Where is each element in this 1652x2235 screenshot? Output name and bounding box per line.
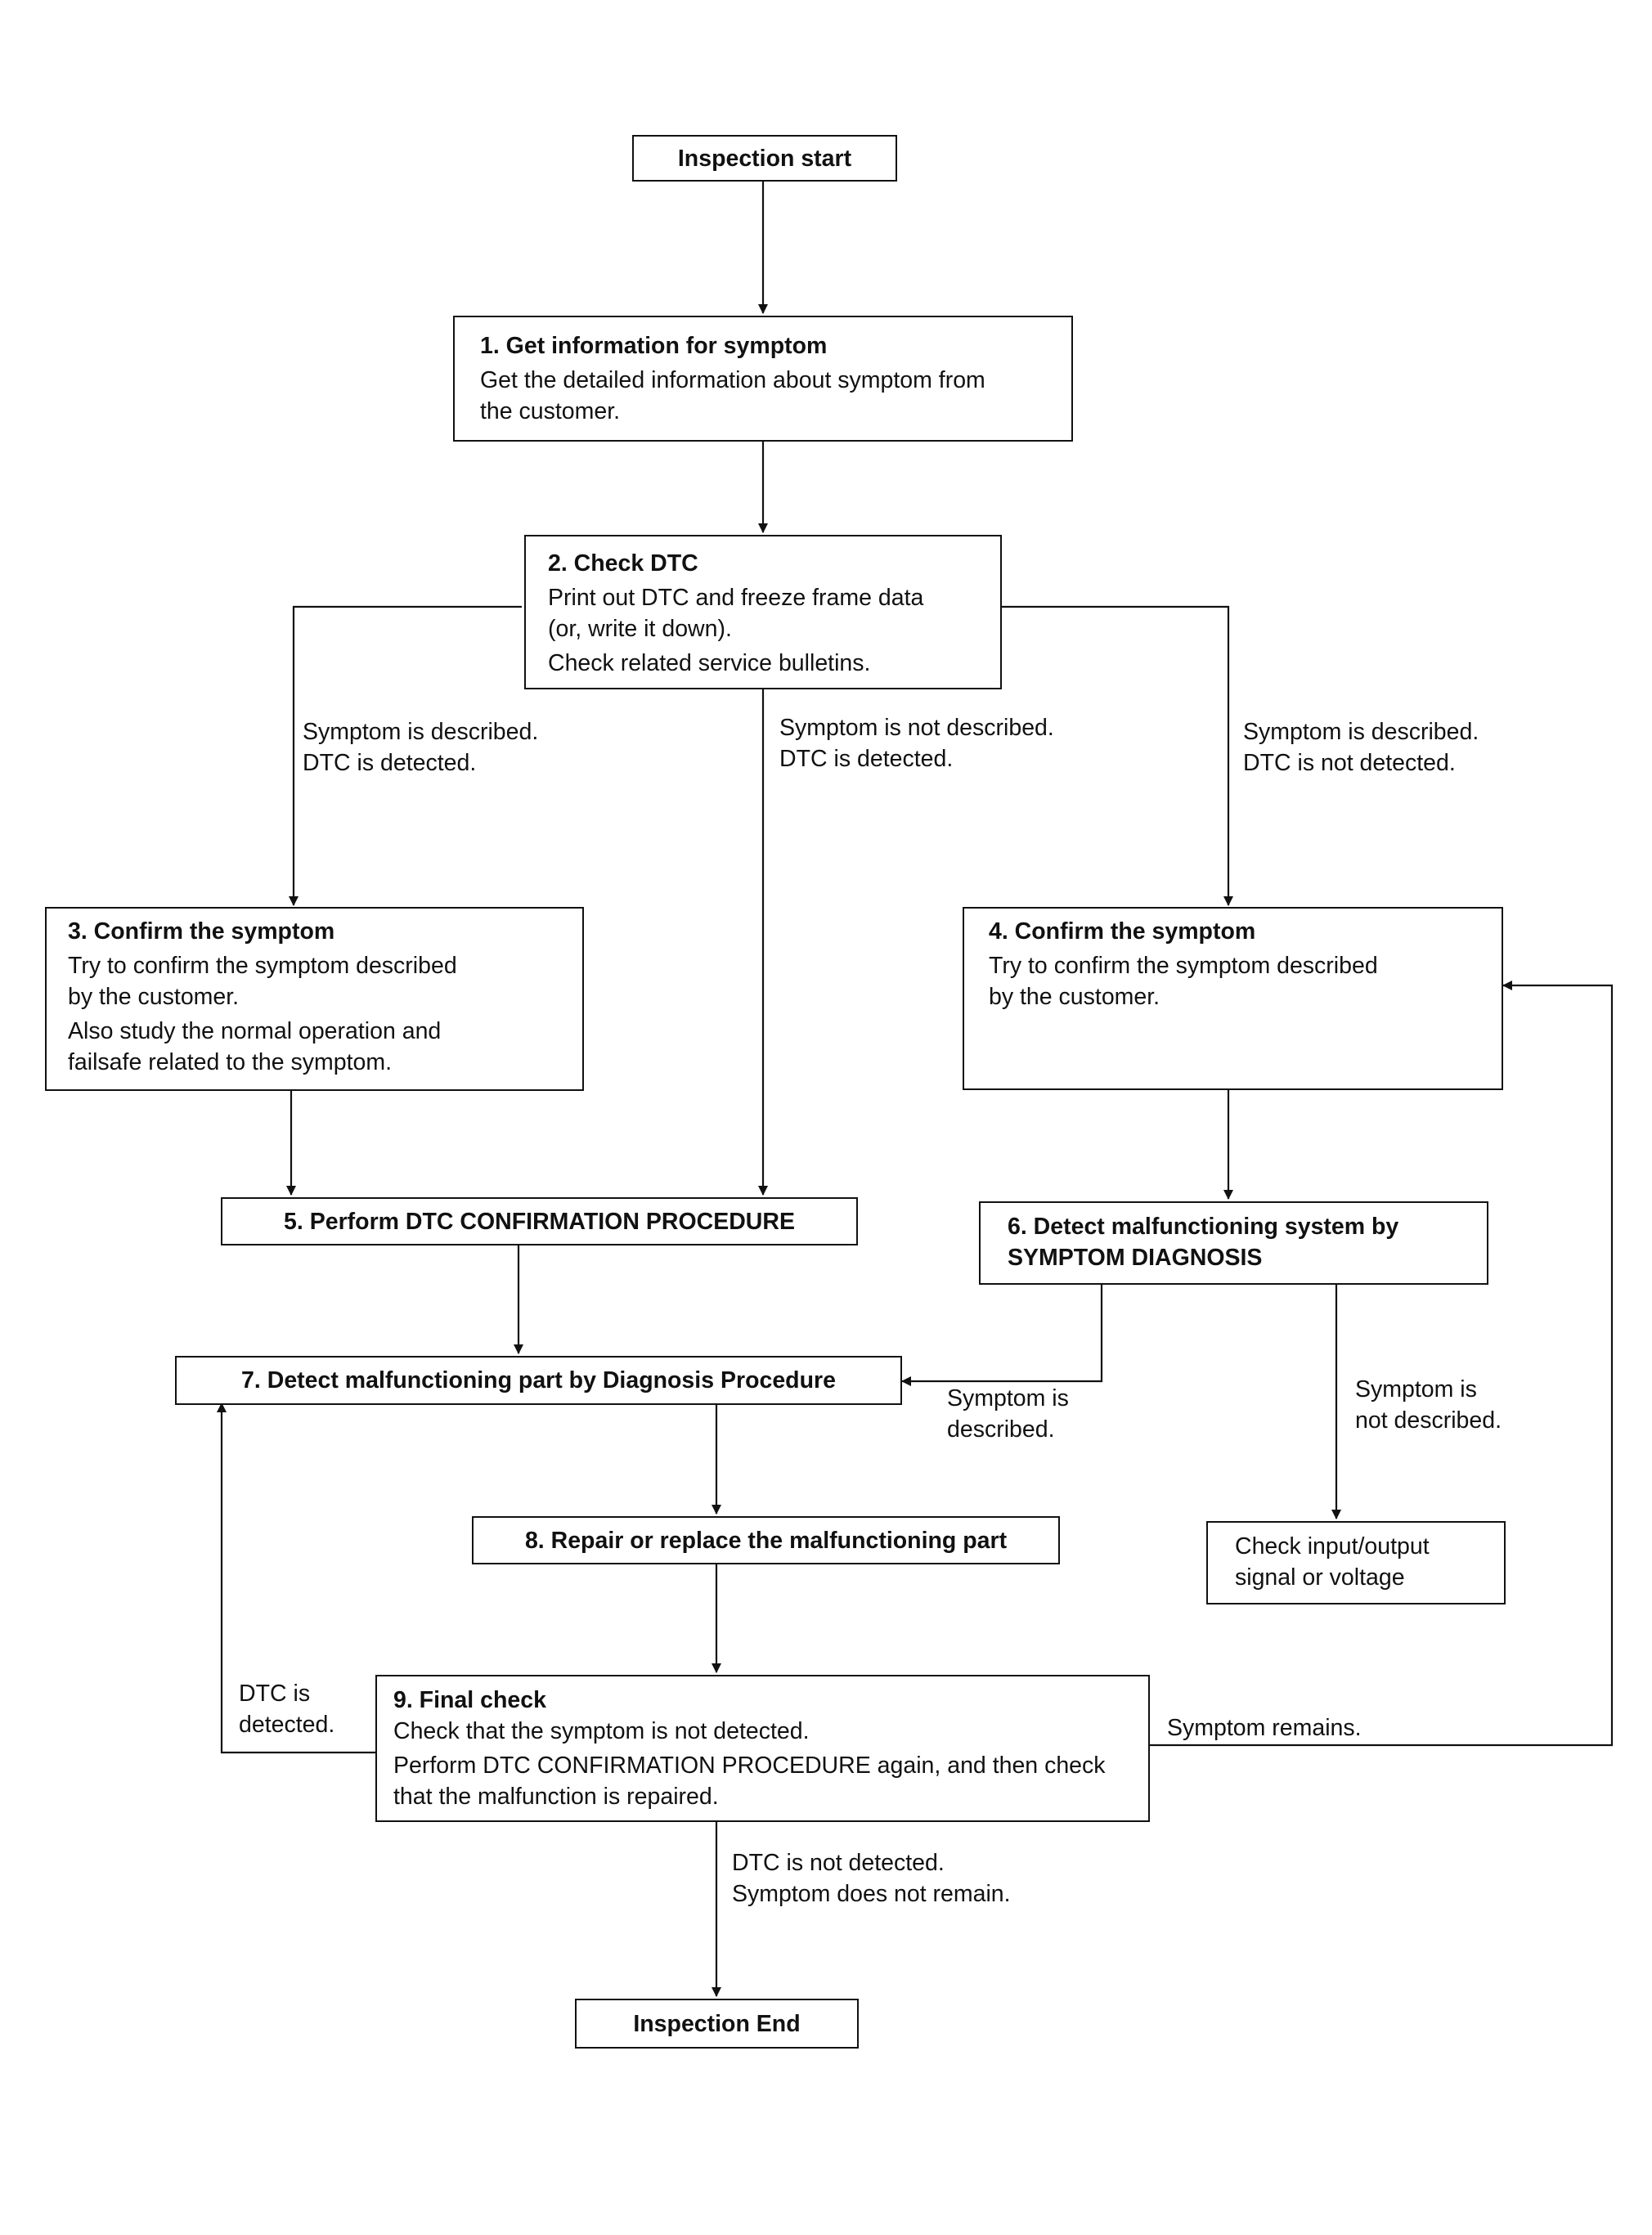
step5-title: 5. Perform DTC CONFIRMATION PROCEDURE <box>284 1208 795 1235</box>
step8-title: 8. Repair or replace the malfunctioning … <box>524 1527 1008 1554</box>
step2-description: Print out DTC and freeze frame data (or,… <box>548 585 924 642</box>
step8-repair-or-replace-box: 8. Repair or replace the malfunctioning … <box>472 1516 1060 1564</box>
step6-detect-malfunctioning-system-box: 6. Detect malfunctioning system by SYMPT… <box>979 1201 1488 1285</box>
check-io-line2: signal or voltage <box>1235 1564 1405 1591</box>
edge-label-left-branch: Symptom is described. DTC is detected. <box>303 719 539 776</box>
step1-title: 1. Get information for symptom <box>480 333 828 359</box>
inspection-start-label: Inspection start <box>677 145 852 172</box>
edge-label-step6-to-step7: Symptom is described. <box>947 1385 1069 1443</box>
edge-label-middle-branch: Symptom is not described. DTC is detecte… <box>779 715 1054 772</box>
step6-title-line1: 6. Detect malfunctioning system by <box>1008 1214 1399 1240</box>
edge-label-step9-to-step7: DTC is detected. <box>239 1681 335 1738</box>
step4-confirm-symptom-box: 4. Confirm the symptom Try to confirm th… <box>963 907 1503 1090</box>
step2-title: 2. Check DTC <box>548 550 698 577</box>
step3-extra: Also study the normal operation and fail… <box>68 1018 442 1075</box>
step2-extra: Check related service bulletins. <box>548 650 871 676</box>
step6-title-line2: SYMPTOM DIAGNOSIS <box>1008 1245 1263 1271</box>
step9-extra: Perform DTC CONFIRMATION PROCEDURE again… <box>393 1753 1106 1810</box>
edge-label-step9-to-step4: Symptom remains. <box>1167 1715 1362 1741</box>
step4-title: 4. Confirm the symptom <box>989 918 1256 945</box>
edge-label-right-branch: Symptom is described. DTC is not detecte… <box>1243 719 1479 776</box>
arrow-step2-to-step3 <box>289 605 522 906</box>
step9-description: Check that the symptom is not detected. <box>393 1718 810 1744</box>
arrow-step6-to-step7 <box>901 1283 1103 1386</box>
check-io-line1: Check input/output <box>1235 1533 1430 1560</box>
step9-title: 9. Final check <box>393 1687 546 1713</box>
step1-get-information-box: 1. Get information for symptom Get the d… <box>453 316 1073 442</box>
arrow-step2-to-step4 <box>999 605 1233 906</box>
step5-perform-dtc-confirmation-box: 5. Perform DTC CONFIRMATION PROCEDURE <box>221 1197 858 1245</box>
step7-title: 7. Detect malfunctioning part by Diagnos… <box>241 1367 836 1394</box>
inspection-start-node: Inspection start <box>632 135 897 182</box>
step1-description: Get the detailed information about sympt… <box>480 367 985 424</box>
arrow-step9-to-step7 <box>217 1402 375 1754</box>
step9-final-check-box: 9. Final check Check that the symptom is… <box>375 1675 1150 1822</box>
arrow-step9-to-step4 <box>1148 981 1614 1747</box>
step2-check-dtc-box: 2. Check DTC Print out DTC and freeze fr… <box>524 535 1002 689</box>
inspection-end-node: Inspection End <box>575 1999 859 2049</box>
step3-title: 3. Confirm the symptom <box>68 918 335 945</box>
inspection-end-label: Inspection End <box>633 2010 801 2037</box>
step7-detect-malfunctioning-part-box: 7. Detect malfunctioning part by Diagnos… <box>175 1356 902 1405</box>
edge-label-step9-to-end: DTC is not detected. Symptom does not re… <box>732 1850 1011 1907</box>
step3-confirm-symptom-box: 3. Confirm the symptom Try to confirm th… <box>45 907 584 1091</box>
check-input-output-box: Check input/output signal or voltage <box>1206 1521 1506 1604</box>
edge-label-step6-to-check-io: Symptom is not described. <box>1355 1376 1502 1434</box>
step4-description: Try to confirm the symptom described by … <box>989 953 1378 1010</box>
step3-description: Try to confirm the symptom described by … <box>68 953 457 1010</box>
